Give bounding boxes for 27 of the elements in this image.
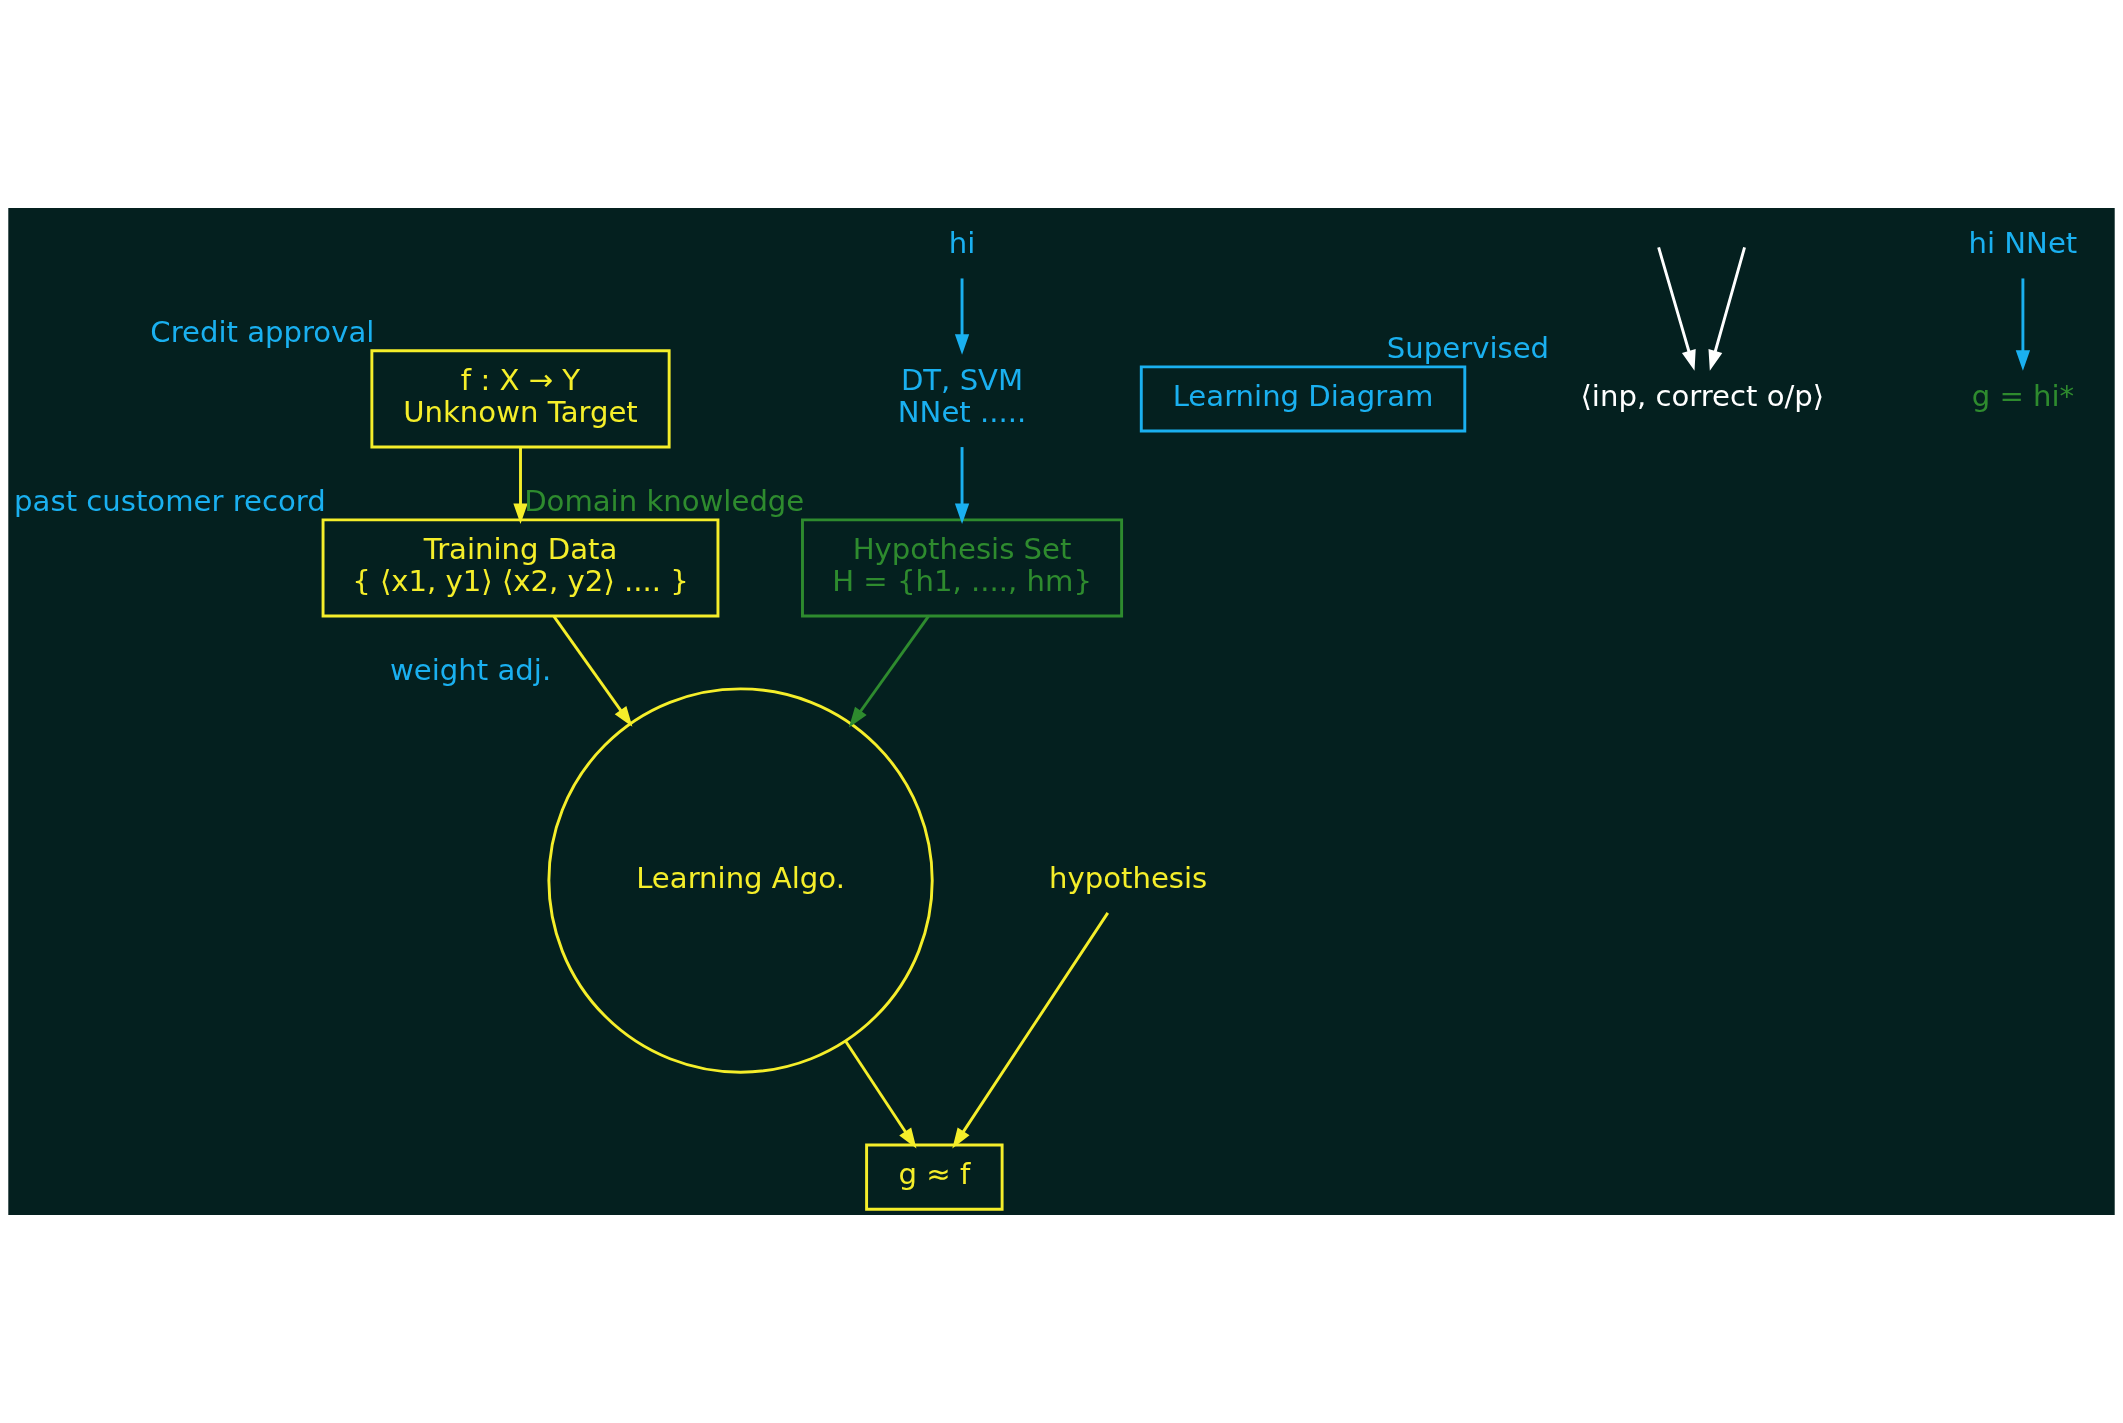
node-text: DT, SVM NNet ..... — [897, 363, 1027, 430]
arrow — [954, 447, 970, 524]
node-label: Domain knowledge — [524, 484, 805, 519]
arrow — [844, 1040, 917, 1149]
arrow — [1708, 247, 1746, 371]
node-label: weight adj. — [390, 653, 552, 688]
node-text: hi — [948, 226, 976, 261]
node-circle: Learning Algo. — [547, 687, 934, 1074]
node-text: ⟨inp, correct o/p⟩ — [1580, 379, 1825, 414]
arrow — [848, 615, 930, 728]
node-box: Training Data { ⟨x1, y1⟩ ⟨x2, y2⟩ .... } — [321, 518, 720, 618]
node-label: Credit approval — [150, 315, 375, 350]
node-box: Hypothesis Set H = {h1, ...., hm} — [801, 518, 1124, 618]
arrow — [513, 447, 528, 524]
node-box: Learning Diagram — [1139, 365, 1467, 433]
node-text: g = hi* — [1971, 379, 2075, 414]
node-text: hi NNet — [1968, 226, 2078, 261]
node-text: hypothesis — [1049, 860, 1208, 895]
arrow — [552, 615, 633, 727]
node-label: past customer record — [14, 484, 326, 519]
node-box: g ≈ f — [865, 1143, 1004, 1211]
arrow — [1657, 247, 1696, 371]
node-label: Supervised — [1386, 331, 1550, 366]
arrow — [954, 278, 970, 355]
arrow — [952, 912, 1109, 1149]
arrow — [2015, 278, 2031, 371]
node-box: f : X → Y Unknown Target — [370, 349, 671, 449]
